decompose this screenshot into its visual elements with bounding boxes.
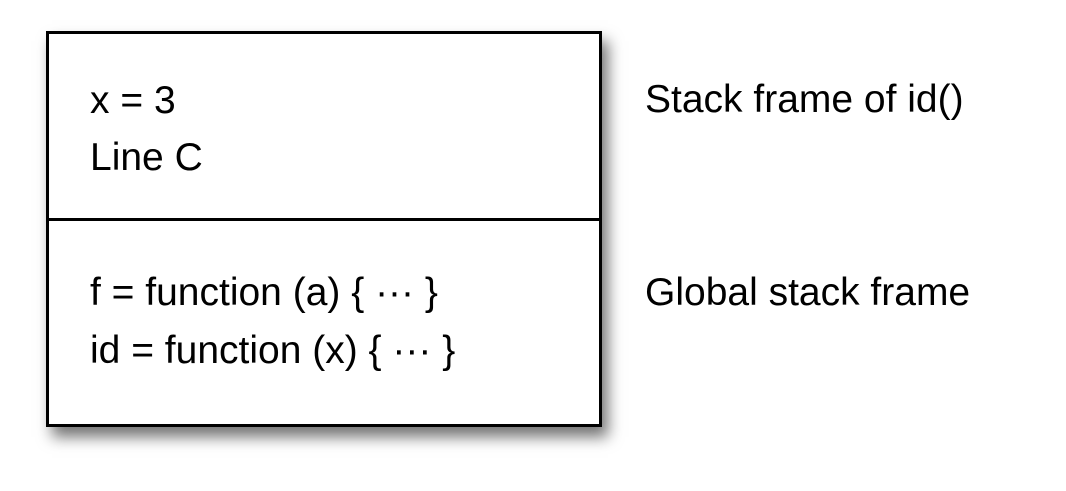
call-stack: x = 3 Line C f = function (a) { ··· } id… (46, 31, 602, 427)
frame-caption-global: Global stack frame (645, 271, 971, 314)
stack-frame-global: f = function (a) { ··· } id = function (… (49, 221, 599, 424)
frame-caption-id: Stack frame of id() (645, 78, 964, 121)
frame-variable-line: id = function (x) { ··· } (90, 329, 456, 372)
stack-frame-id: x = 3 Line C (49, 34, 599, 221)
frame-variable-line: f = function (a) { ··· } (90, 271, 438, 314)
frame-variable-line: x = 3 (90, 79, 176, 122)
frame-return-line: Line C (90, 136, 203, 179)
